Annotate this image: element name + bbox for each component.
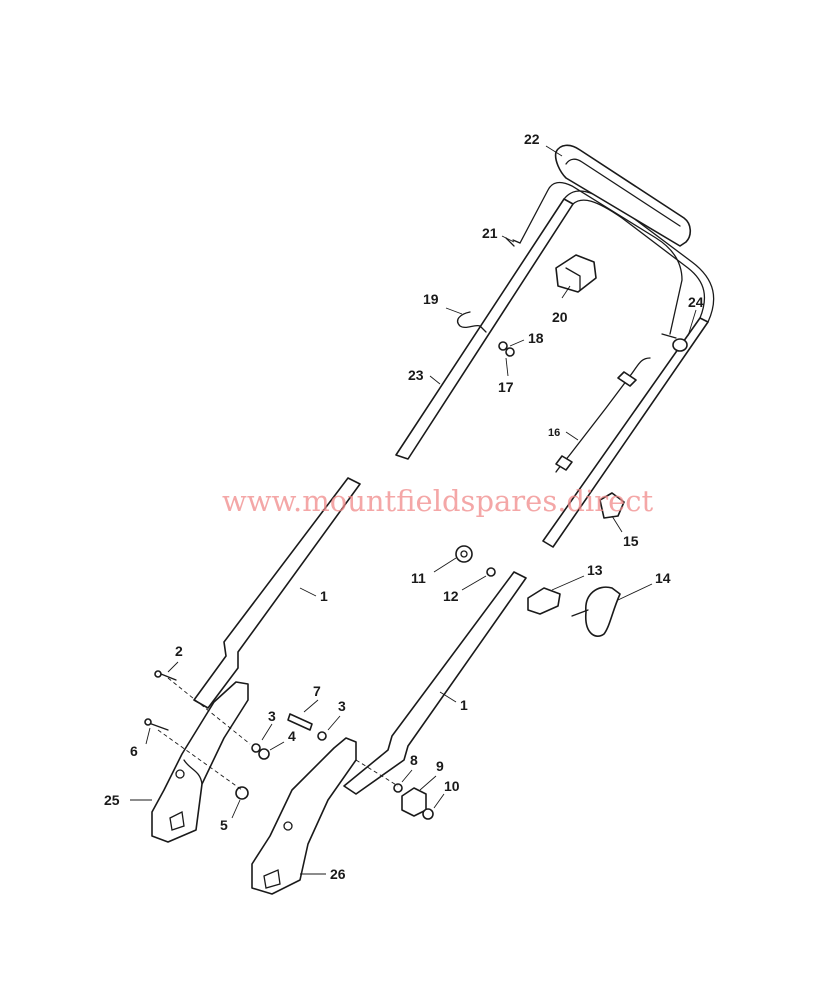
callout-11: 11 xyxy=(411,570,426,586)
washer-nut xyxy=(498,341,515,357)
callout-22: 22 xyxy=(524,131,540,147)
callout-13: 13 xyxy=(587,562,603,578)
lever-knob xyxy=(571,586,621,637)
callout-7: 7 xyxy=(313,683,321,699)
callout-5: 5 xyxy=(220,817,228,833)
callout-15: 15 xyxy=(623,533,639,549)
callout-8: 8 xyxy=(410,752,418,768)
lower-tube-left xyxy=(193,477,361,709)
callout-26: 26 xyxy=(330,866,346,882)
right-bracket-fasteners xyxy=(287,713,434,820)
hook-pin xyxy=(456,311,487,333)
callout-18: 18 xyxy=(528,330,544,346)
callout-2: 2 xyxy=(175,643,183,659)
callout-20: 20 xyxy=(552,309,568,325)
callout-1-left: 1 xyxy=(320,588,328,604)
upper-handle-frame xyxy=(395,190,715,548)
callout-23: 23 xyxy=(408,367,424,383)
watermark-text: www.mountfieldspares.direct xyxy=(222,484,654,518)
callout-6: 6 xyxy=(130,743,138,759)
callout-19: 19 xyxy=(423,291,439,307)
callout-10: 10 xyxy=(444,778,460,794)
bail-bar xyxy=(505,181,683,339)
cable-clip xyxy=(555,254,597,293)
knob-nut-washer xyxy=(455,545,496,577)
callout-numbers: 22 21 20 19 18 17 24 23 16 15 11 12 13 1… xyxy=(104,131,704,882)
right-handle-bracket xyxy=(251,737,357,895)
callout-3-right: 3 xyxy=(338,698,346,714)
callout-16: 16 xyxy=(548,427,560,439)
lower-tube-right xyxy=(343,571,527,795)
callout-1-right: 1 xyxy=(460,697,468,713)
callout-12: 12 xyxy=(443,588,459,604)
cable-guide xyxy=(672,338,688,352)
callout-3-left: 3 xyxy=(268,708,276,724)
callout-24: 24 xyxy=(688,294,704,310)
handle-grip xyxy=(554,144,692,247)
callout-14: 14 xyxy=(655,570,671,586)
upper-handle-knob xyxy=(599,492,625,519)
clip-bracket xyxy=(527,587,561,615)
callout-17: 17 xyxy=(498,379,514,395)
control-cable xyxy=(555,357,651,473)
callout-25: 25 xyxy=(104,792,120,808)
callout-4: 4 xyxy=(288,728,296,744)
left-bracket-fasteners xyxy=(144,670,270,800)
leader-lines xyxy=(130,145,697,875)
callout-21: 21 xyxy=(482,225,498,241)
left-handle-bracket xyxy=(151,681,249,843)
callout-9: 9 xyxy=(436,758,444,774)
